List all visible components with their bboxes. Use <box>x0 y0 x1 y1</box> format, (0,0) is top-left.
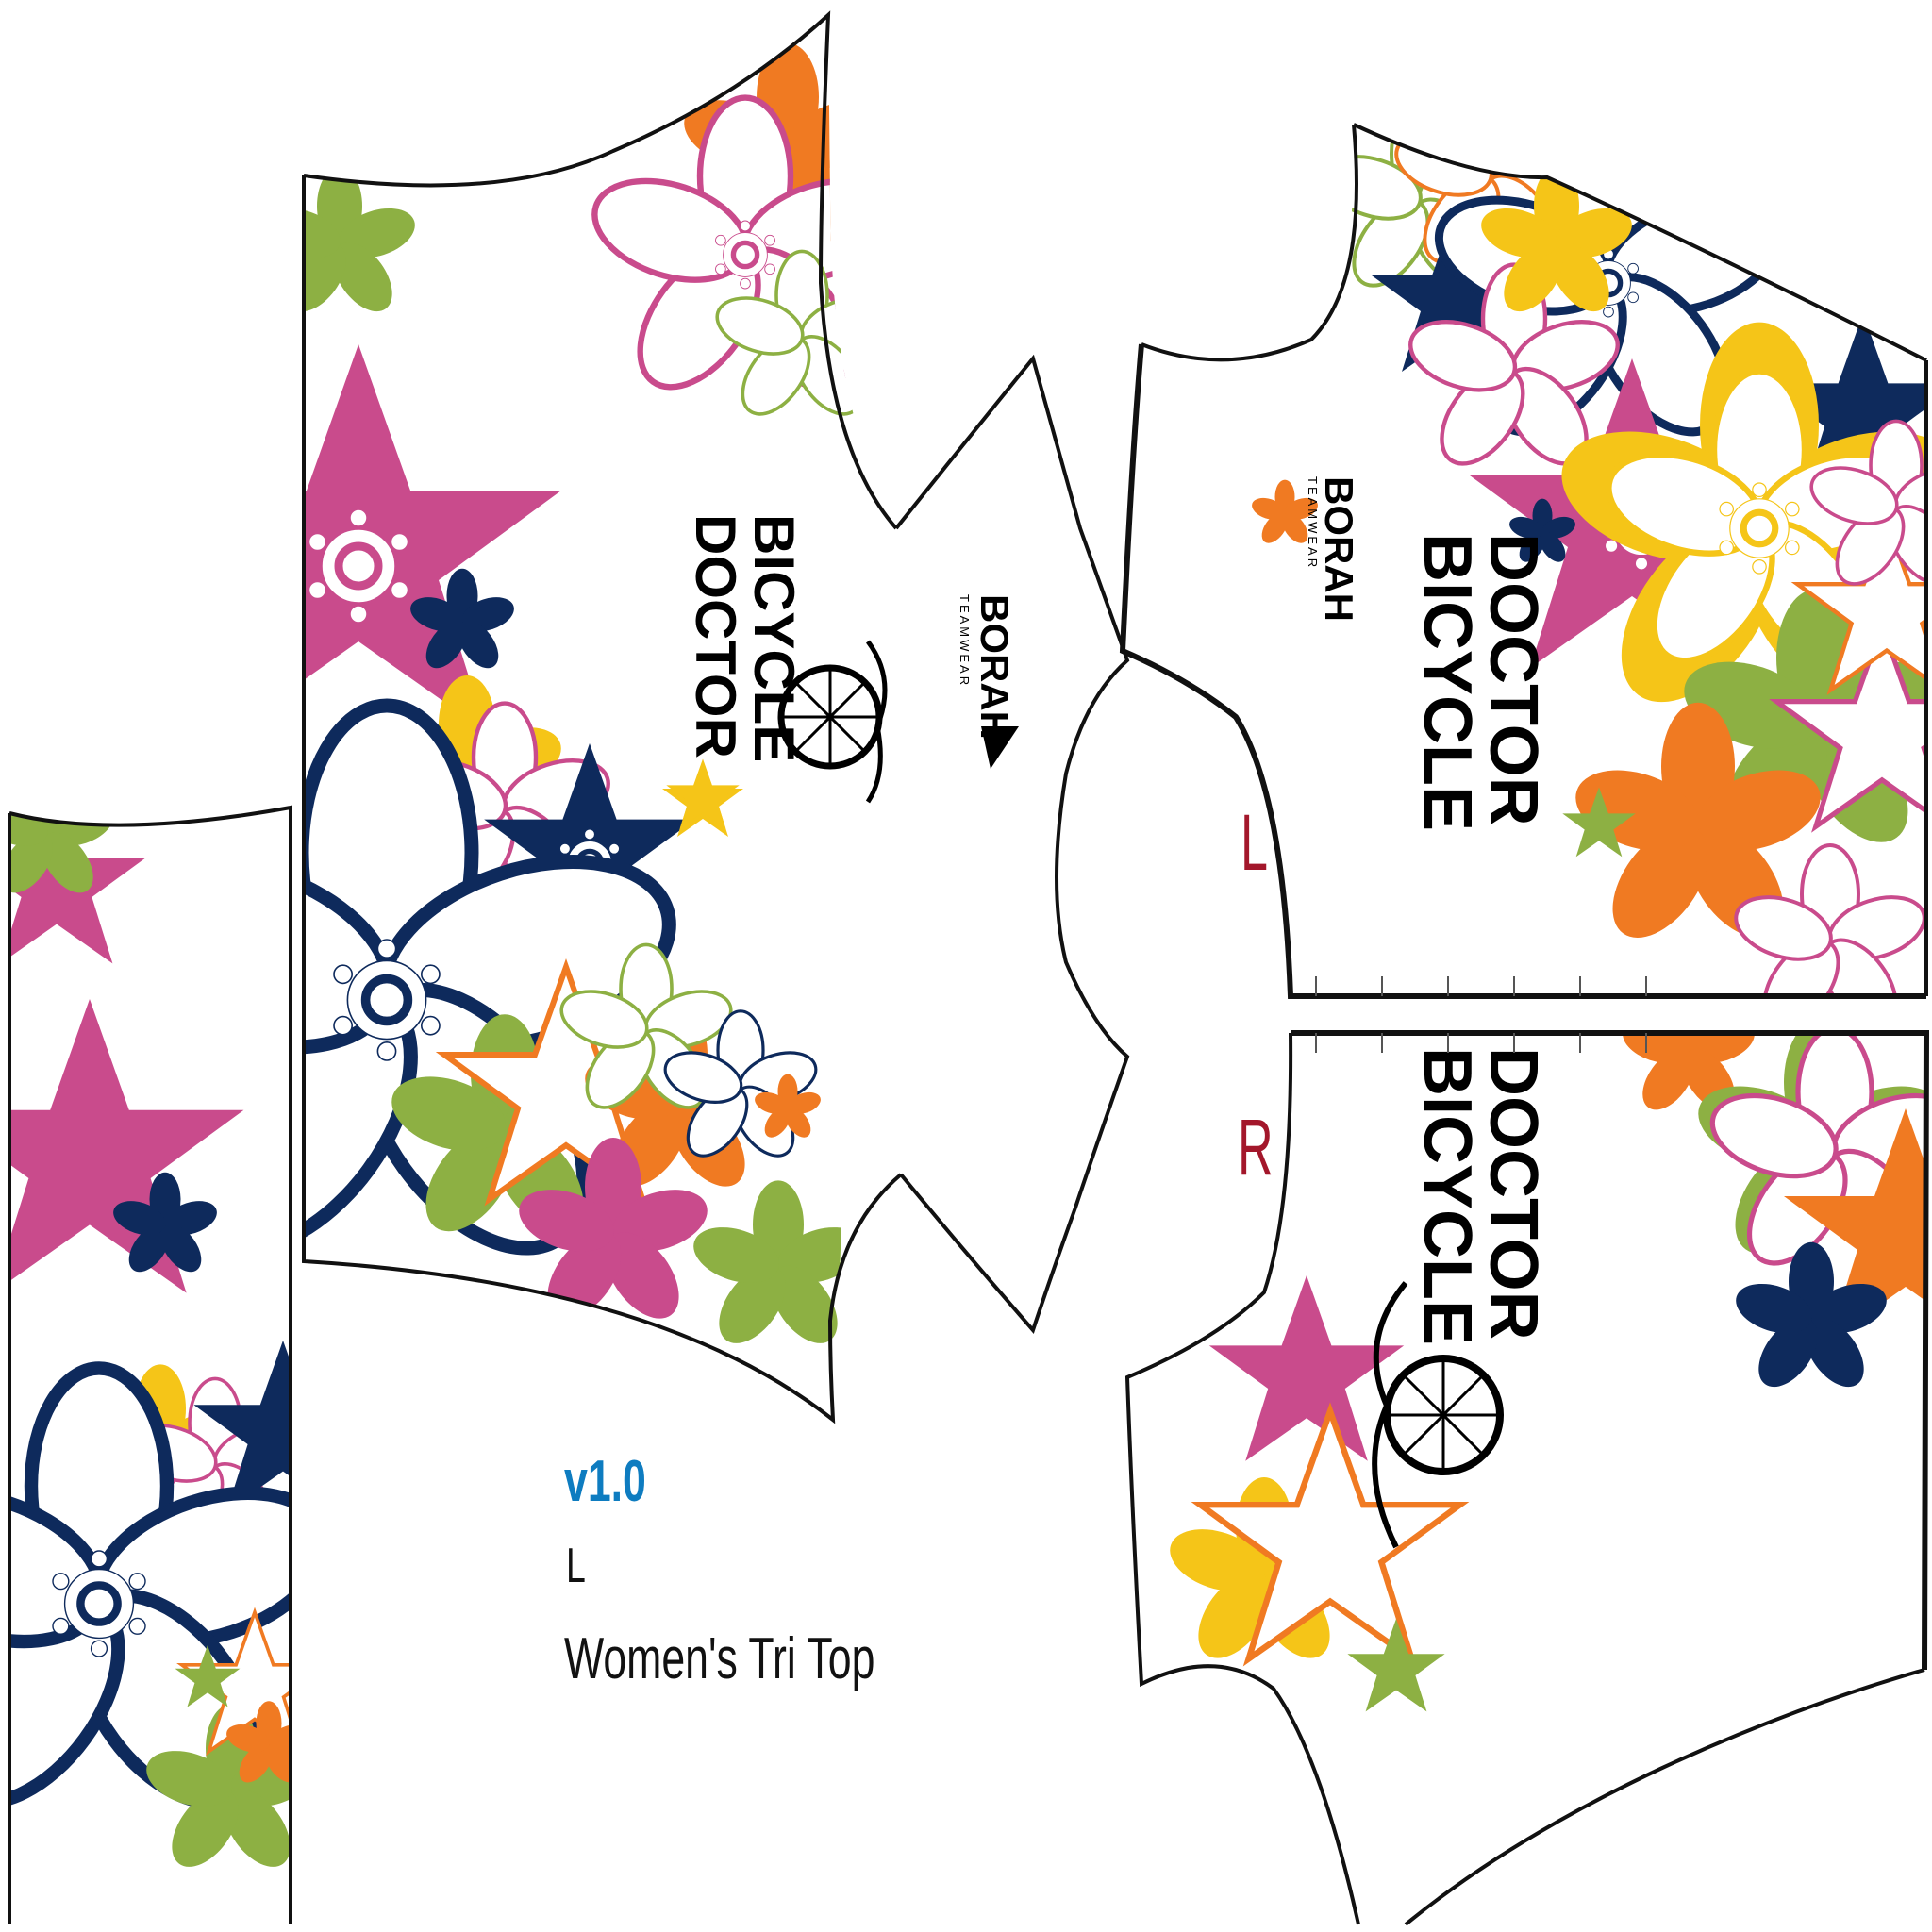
sponsor-back-line2: DOCTOR <box>1475 533 1551 826</box>
sponsor-back-lower-line1: BICYCLE <box>1409 1047 1485 1345</box>
bicycle-rider-icon-back <box>1372 1281 1504 1549</box>
bicycle-rider-icon <box>777 640 888 804</box>
maker-logo: BORAH TEAMWEAR <box>958 594 1019 769</box>
sponsor-line2: DOCTOR <box>684 514 747 758</box>
notch-marks <box>1315 976 1647 1053</box>
size-label: L <box>566 1539 586 1593</box>
maker-back-tagline: TEAMWEAR <box>1306 476 1320 570</box>
left-panel-mark: L <box>1241 798 1268 887</box>
sponsor-logo: BICYCLE DOCTOR <box>684 514 806 762</box>
maker-logo-back: BORAH TEAMWEAR <box>1306 476 1361 622</box>
maker-back-name: BORAH <box>1317 476 1361 622</box>
sponsor-logo-back: BICYCLE DOCTOR <box>1409 533 1551 831</box>
sponsor-line1: BICYCLE <box>742 514 806 762</box>
product-label: Women's Tri Top <box>564 1626 875 1691</box>
back-panel-left: BICYCLE DOCTOR BORAH TEAMWEAR <box>1119 123 1928 999</box>
sponsor-back-lower-line2: DOCTOR <box>1475 1047 1551 1341</box>
right-panel-mark: R <box>1238 1103 1274 1191</box>
sleeve-panel <box>8 805 292 1924</box>
sponsor-back-line1: BICYCLE <box>1409 533 1485 831</box>
maker-name: BORAH <box>973 594 1017 740</box>
maker-tagline: TEAMWEAR <box>958 594 972 688</box>
sponsor-logo-back-lower: BICYCLE DOCTOR <box>1409 1047 1551 1345</box>
version-label: v1.0 <box>564 1449 646 1514</box>
back-panel-right: BICYCLE DOCTOR <box>1124 1030 1930 1926</box>
front-panel: BICYCLE DOCTOR BORAH TEAMWEAR <box>302 10 1130 1424</box>
